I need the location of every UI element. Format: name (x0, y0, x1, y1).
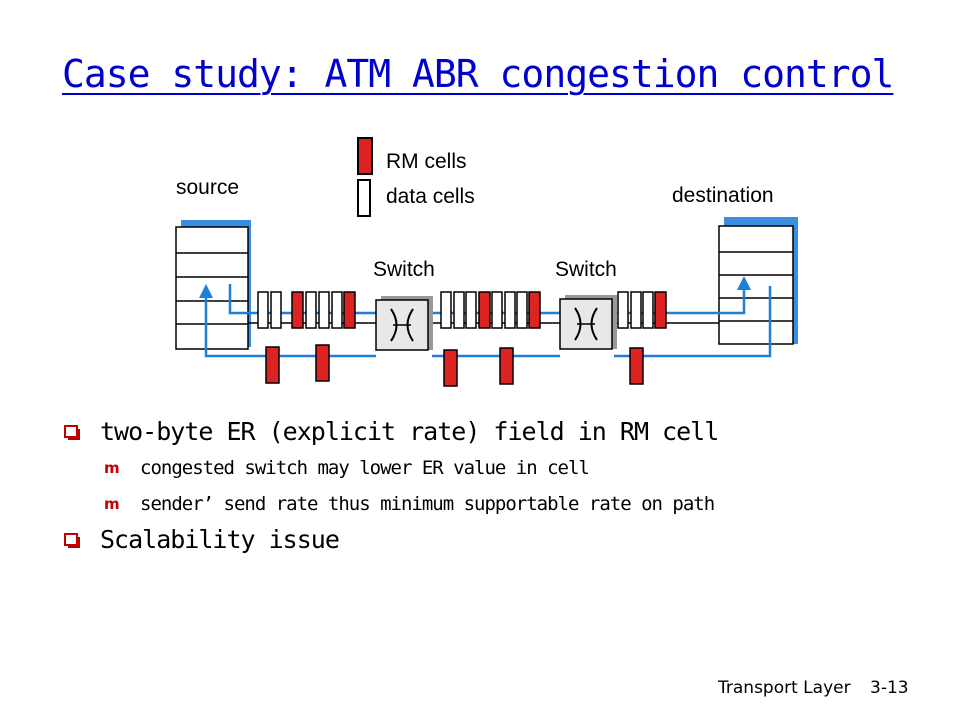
source-host (175, 220, 251, 350)
sub-bullet-icon: m (104, 459, 120, 477)
sub-bullet-icon: m (104, 495, 120, 513)
footer-label: Transport Layer (718, 678, 851, 698)
forward-cells-3 (617, 291, 667, 329)
legend-data-cell-icon (357, 179, 371, 217)
switch1 (375, 296, 433, 351)
slide-title: Case study: ATM ABR congestion control (62, 52, 894, 96)
bullet-text: two-byte ER (explicit rate) field in RM … (100, 417, 719, 446)
destination-host (718, 217, 798, 345)
destination-label: destination (672, 184, 774, 207)
switch1-label: Switch (373, 258, 435, 281)
bullet-item: Scalability issue (62, 522, 718, 558)
source-label: source (176, 176, 239, 199)
square-bullet-icon (64, 425, 78, 438)
switch2-label: Switch (555, 258, 617, 281)
sub-bullet-text: congested switch may lower ER value in c… (140, 457, 590, 479)
sub-bullet-item: m congested switch may lower ER value in… (100, 450, 718, 486)
square-bullet-icon (64, 533, 78, 546)
legend-data-label: data cells (386, 185, 475, 208)
bullet-list: two-byte ER (explicit rate) field in RM … (62, 414, 719, 558)
legend-rm-label: RM cells (386, 150, 467, 173)
bullet-item: two-byte ER (explicit rate) field in RM … (62, 414, 719, 450)
arrow-up-destination-icon (737, 276, 751, 290)
forward-cells-2 (440, 291, 541, 329)
arrow-up-source-icon (199, 284, 213, 298)
switch2 (559, 295, 617, 350)
return-rm-cells (265, 344, 644, 387)
forward-cells-1 (257, 291, 356, 329)
bullet-text: Scalability issue (100, 525, 340, 554)
sub-bullet-text: sender’ send rate thus minimum supportab… (140, 493, 715, 515)
footer-page-number: 3-13 (870, 678, 909, 698)
legend-rm-cell-icon (357, 137, 373, 175)
sub-bullet-item: m sender’ send rate thus minimum support… (100, 486, 718, 522)
